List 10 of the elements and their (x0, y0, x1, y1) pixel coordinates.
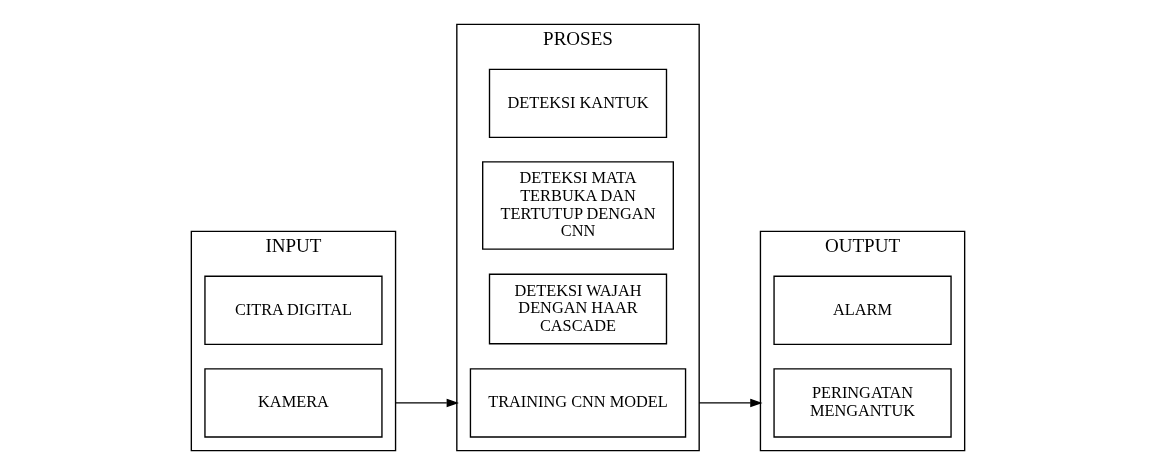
node-box: KAMERA (204, 368, 383, 438)
node-box: ALARM (773, 275, 952, 346)
node-box: TRAINING CNN MODEL (469, 368, 687, 438)
node-box: DETEKSI KANTUK (488, 68, 668, 139)
node-box: CITRA DIGITAL (204, 275, 383, 346)
arrow (394, 398, 459, 408)
node-box: DETEKSI MATA TERBUKA DAN TERTUTUP DENGAN CNN (482, 161, 674, 250)
node-box: DETEKSI WAJAH DENGAN HAAR CASCADE (488, 273, 668, 345)
node-box: PERINGATAN MENGANTUK (773, 368, 952, 438)
arrow (698, 398, 763, 408)
